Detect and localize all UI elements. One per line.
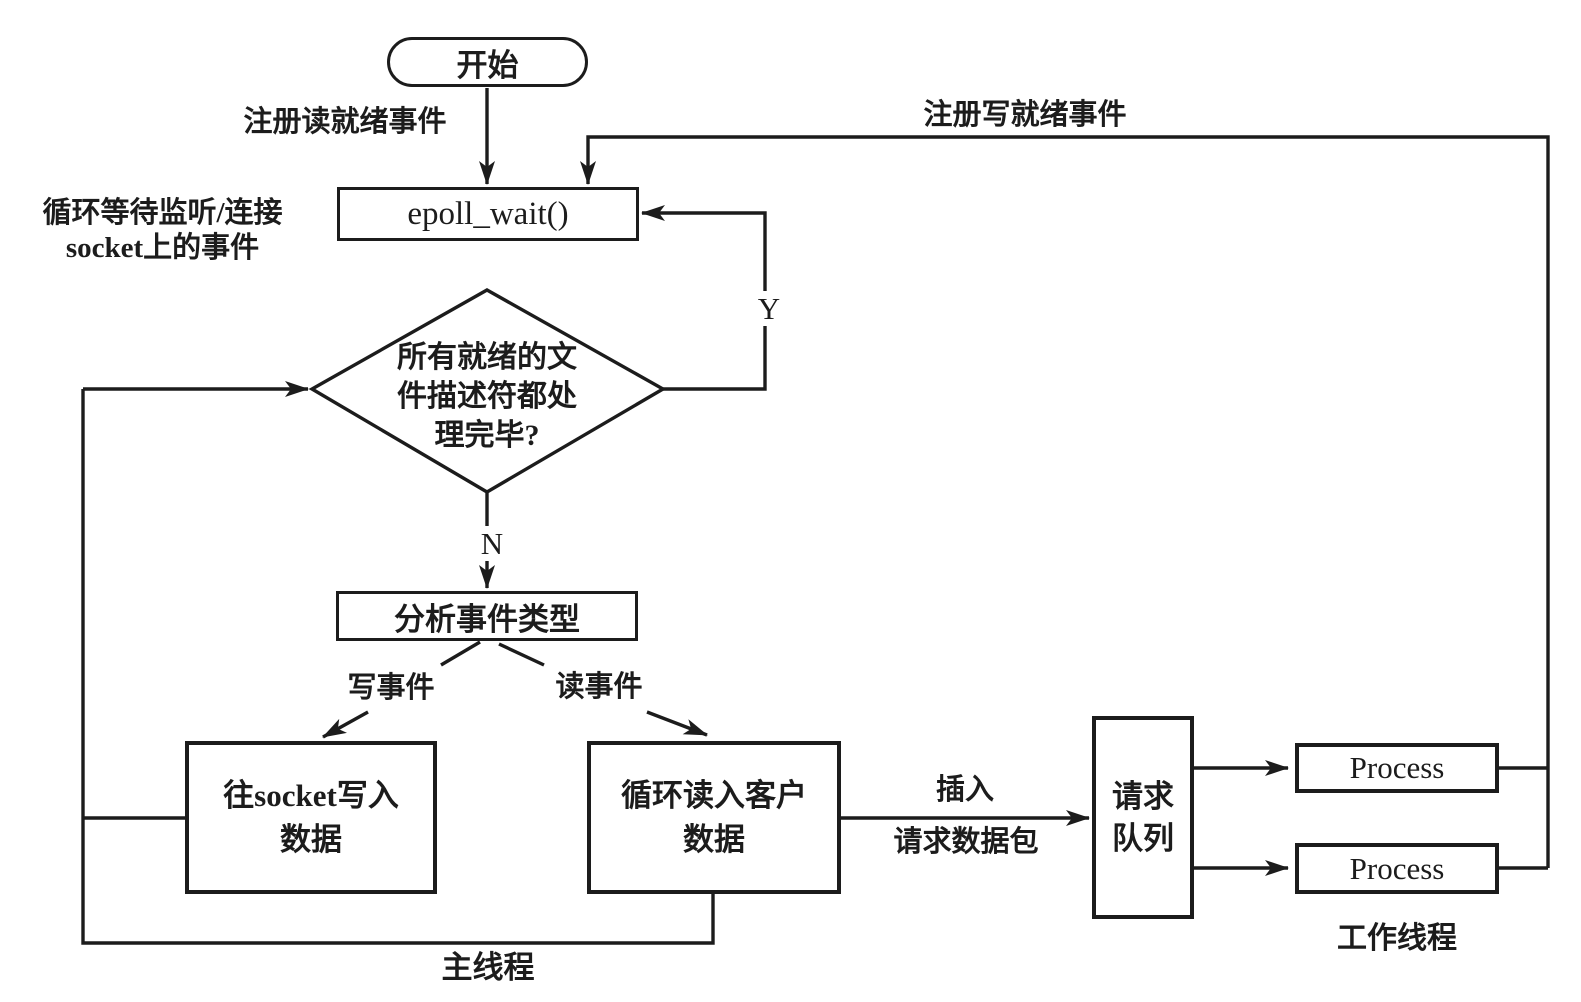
start-label: 开始 [456, 47, 519, 83]
edge-analyze-read-upper [498, 642, 545, 667]
analyze-node: 分析事件类型 [336, 591, 638, 641]
analyze-label: 分析事件类型 [394, 601, 580, 637]
write-socket-node: 往socket写入 数据 [185, 741, 437, 894]
yes-branch-label: Y [748, 291, 790, 326]
decision-label: 所有就绪的文 件描述符都处 理完毕? [397, 341, 577, 452]
read-event-label: 读事件 [555, 670, 643, 703]
edge-analyze-write-upper [440, 640, 481, 667]
no-branch-label: N [471, 526, 513, 561]
start-node: 开始 [387, 37, 588, 87]
request-queue-node: 请求 队列 [1092, 716, 1194, 919]
process-1-node: Process [1295, 743, 1499, 793]
process-1-label: Process [1349, 750, 1445, 785]
edge-read-bottom-rail [81, 389, 715, 945]
process-2-label: Process [1349, 850, 1445, 886]
decision-diamond [308, 288, 667, 494]
read-client-node: 循环读入客户 数据 [587, 741, 841, 894]
edge-write-event-arrow [322, 710, 369, 739]
epoll-wait-node: epoll_wait() [337, 187, 639, 241]
edge-read-event-arrow [646, 710, 708, 737]
write-event-label: 写事件 [347, 671, 435, 704]
edge-yes-loop [641, 205, 767, 391]
edge-register-write [580, 135, 1550, 868]
register-read-label: 注册读就绪事件 [243, 105, 447, 138]
insert-label: 插入 [935, 773, 994, 806]
request-packet-label: 请求数据包 [893, 825, 1039, 858]
epoll-wait-label: epoll_wait() [407, 195, 569, 232]
process-2-node: Process [1295, 843, 1499, 894]
register-write-label: 注册写就绪事件 [923, 98, 1127, 131]
worker-thread-label: 工作线程 [1337, 922, 1457, 955]
main-thread-label: 主线程 [441, 950, 535, 986]
loop-wait-label: 循环等待监听/连接 socket上的事件 [42, 197, 283, 264]
